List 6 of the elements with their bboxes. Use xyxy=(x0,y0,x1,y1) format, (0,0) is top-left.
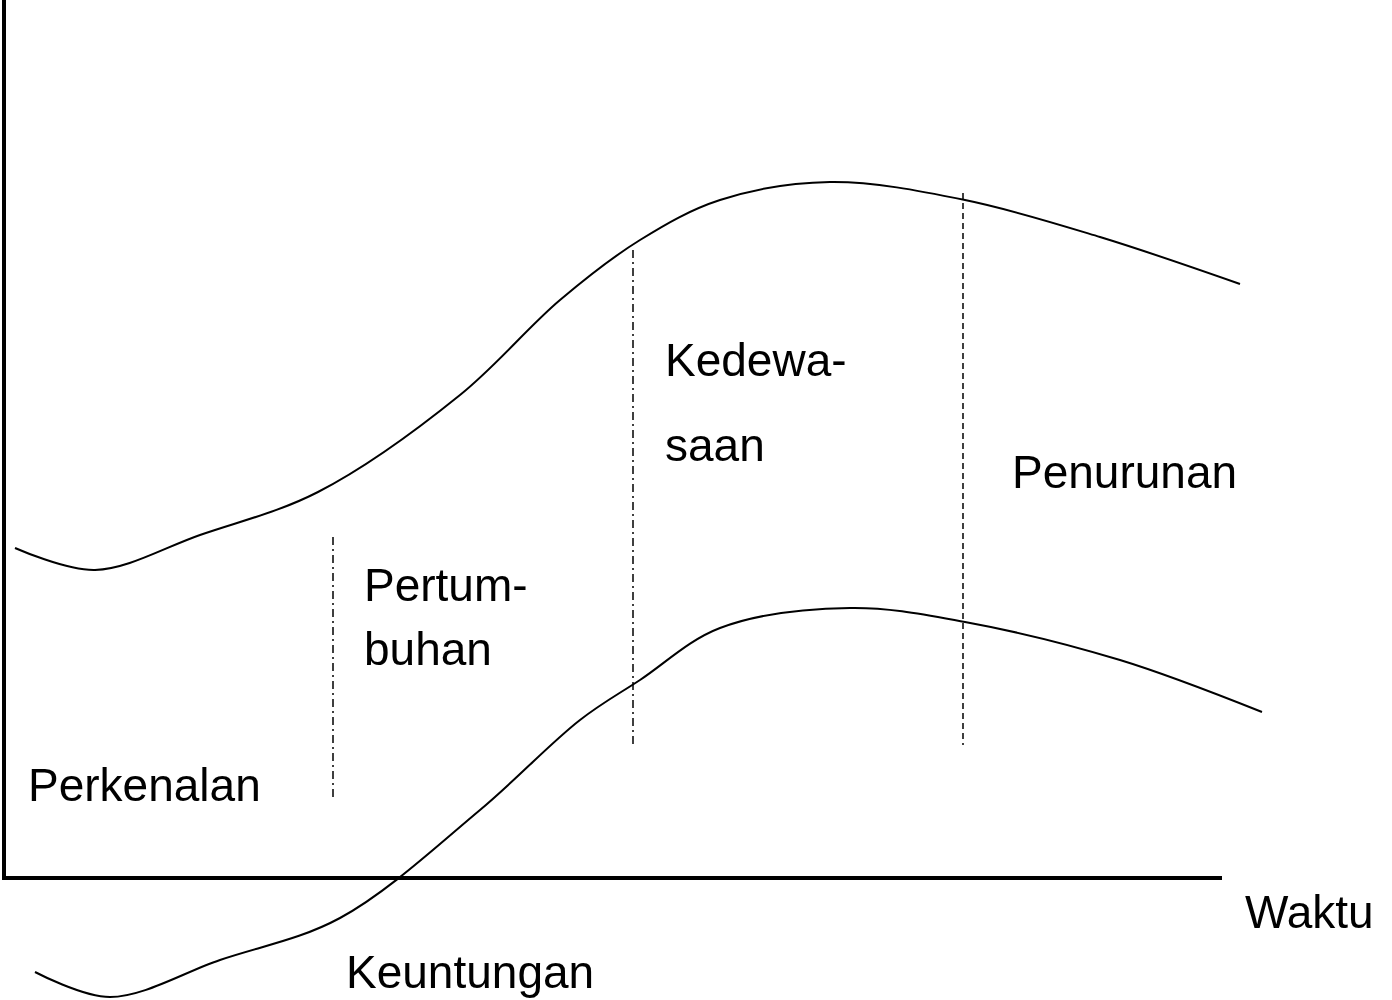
stage-label: Perkenalan xyxy=(28,758,261,812)
stage-label: Penurunan xyxy=(1012,445,1238,499)
curve-label: Keuntungan xyxy=(346,945,595,999)
stage-label: Kedewa- saan xyxy=(665,333,848,473)
stage-label: Pertum- buhan xyxy=(364,558,529,677)
axis-label: Waktu xyxy=(1245,885,1374,939)
